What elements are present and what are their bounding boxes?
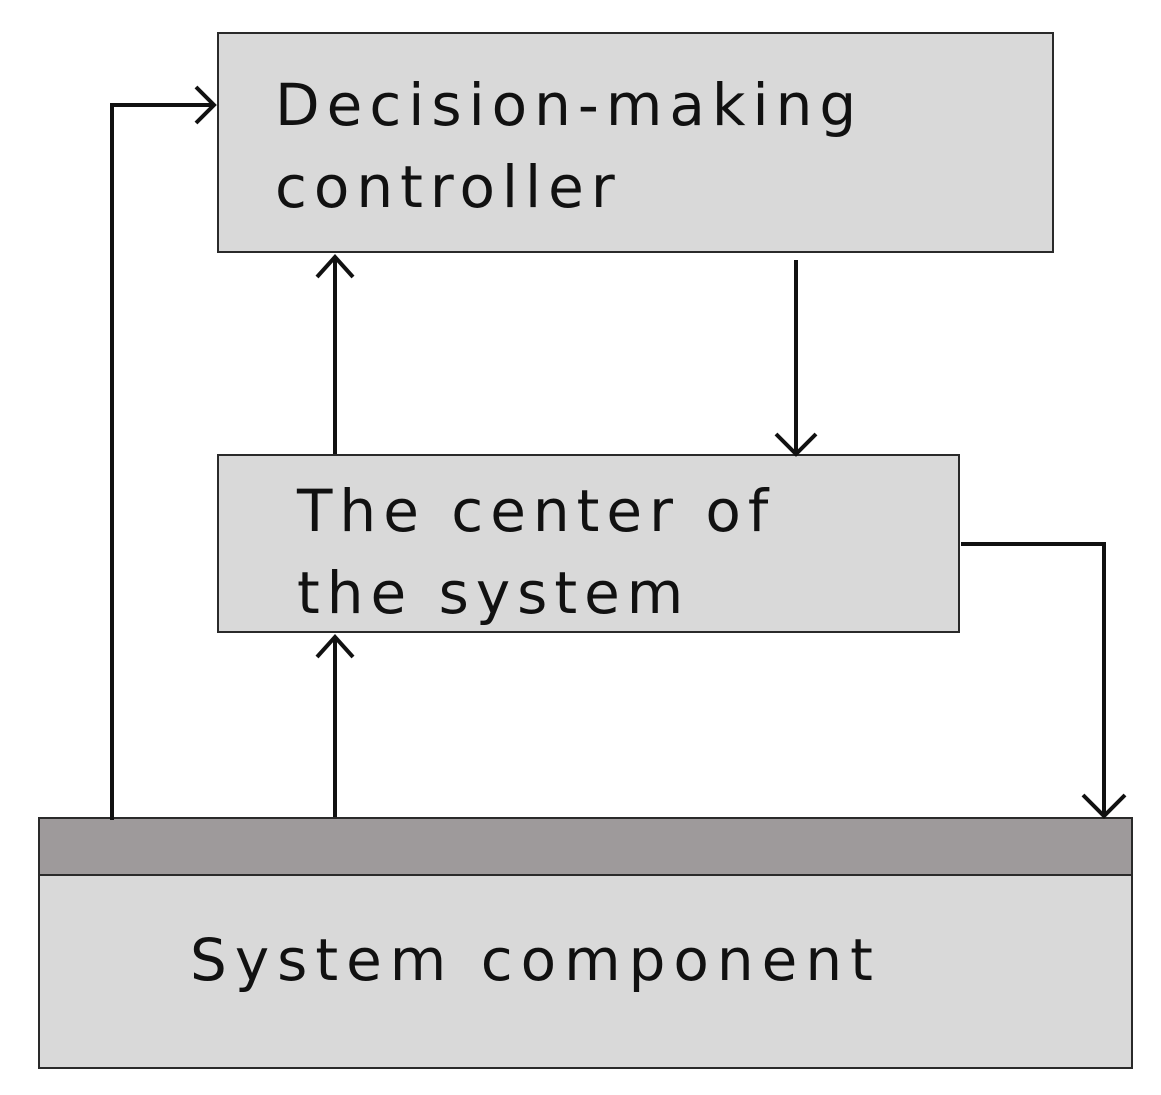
decision-making-controller-line1: Decision-making xyxy=(275,71,864,139)
system-center-line2: the system xyxy=(297,559,691,627)
arrow-center-to-controller xyxy=(315,254,355,454)
system-center-line1: The center of xyxy=(297,477,776,545)
system-component-box: System component xyxy=(38,817,1133,1069)
arrow-component-to-controller xyxy=(110,85,217,820)
system-center-box: The center of the system xyxy=(217,454,960,633)
system-component-top-bar xyxy=(40,819,1131,876)
decision-making-controller-label: Decision-making controller xyxy=(275,64,863,228)
arrow-component-to-center xyxy=(315,634,355,817)
system-component-label: System component xyxy=(190,926,881,994)
arrow-controller-to-center xyxy=(774,260,818,457)
system-center-label: The center of the system xyxy=(297,470,775,634)
decision-making-controller-line2: controller xyxy=(275,153,622,221)
decision-making-controller-box: Decision-making controller xyxy=(217,32,1054,253)
arrow-center-to-component xyxy=(961,542,1127,819)
